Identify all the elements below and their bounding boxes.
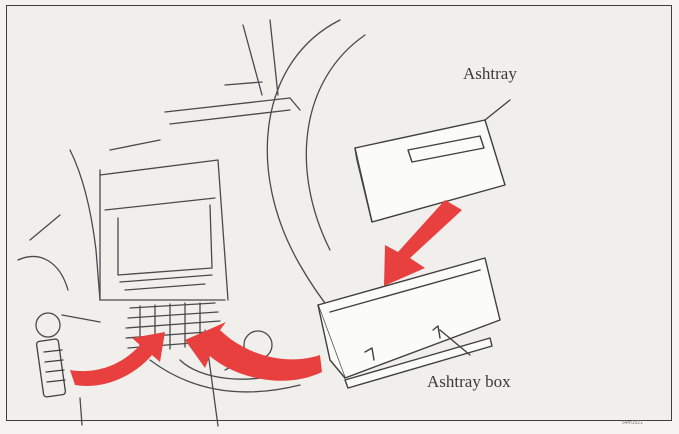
ashtray-label: Ashtray xyxy=(463,64,517,83)
move-arrow xyxy=(185,322,322,381)
insert-arrow xyxy=(384,200,462,286)
figure-code: 54m1521 xyxy=(622,420,643,426)
center-console xyxy=(99,159,229,301)
ashtray-box-label: Ashtray box xyxy=(427,372,511,391)
steering-wheel-outer xyxy=(266,19,361,341)
steering-wheel-inner xyxy=(305,34,366,251)
lighter xyxy=(35,338,67,398)
ashtray-box-part xyxy=(317,257,501,389)
lighter-arrow xyxy=(70,332,165,386)
ashtray-part xyxy=(354,119,506,223)
